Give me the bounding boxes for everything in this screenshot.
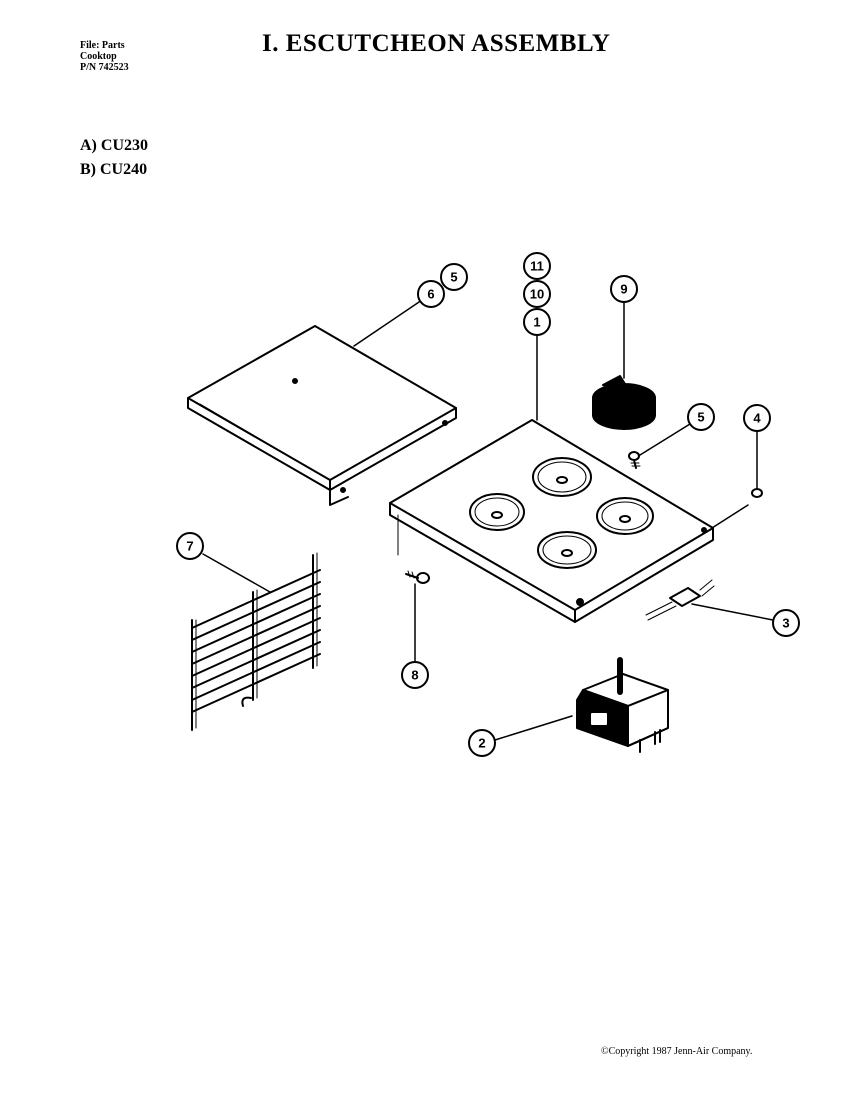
cover-panel	[187, 325, 457, 506]
model-list: A) CU230 B) CU240	[80, 134, 148, 182]
callout-circle-9	[610, 275, 638, 303]
callout-10: 10	[530, 287, 544, 302]
callout-circle-6	[417, 280, 445, 308]
callout-circle-3	[772, 609, 800, 637]
callout-circle-2	[468, 729, 496, 757]
file-info: File: Parts Cooktop P/N 742523	[80, 40, 129, 73]
screw-right	[628, 451, 641, 469]
copyright-notice: ©Copyright 1987 Jenn-Air Company.	[601, 1046, 753, 1057]
control-switch	[576, 657, 669, 753]
file-info-line-2: Cooktop	[80, 51, 117, 62]
model-a: A) CU230	[80, 137, 148, 154]
wire-harness	[645, 579, 715, 621]
callout-circle-11	[523, 252, 551, 280]
page-title: I. ESCUTCHEON ASSEMBLY	[262, 30, 611, 57]
leader-lines	[202, 299, 774, 741]
callout-circle-5-top	[440, 263, 468, 291]
callout-11: 11	[530, 259, 544, 274]
callout-4: 4	[753, 411, 761, 426]
control-knob	[592, 375, 656, 430]
callout-9: 9	[620, 282, 627, 297]
callout-2: 2	[478, 736, 485, 751]
callout-6: 6	[427, 287, 434, 302]
callout-circle-4	[743, 404, 771, 432]
callout-8: 8	[411, 668, 418, 683]
file-info-line-3: P/N 742523	[80, 62, 129, 73]
callout-circle-10	[523, 280, 551, 308]
callout-circle-1	[523, 308, 551, 336]
callout-1: 1	[533, 315, 540, 330]
callout-3: 3	[782, 616, 789, 631]
callout-7: 7	[186, 539, 193, 554]
model-b: B) CU240	[80, 161, 148, 178]
callout-circle-5-right	[687, 403, 715, 431]
callout-circle-8	[401, 661, 429, 689]
callout-5-right: 5	[697, 410, 704, 425]
screw-lower	[405, 570, 430, 584]
grille-rack	[191, 552, 321, 731]
callout-5-top: 5	[450, 270, 457, 285]
plug-button	[751, 488, 763, 498]
escutcheon-plate	[389, 419, 714, 623]
file-info-line-1: File: Parts	[80, 40, 125, 51]
callout-circle-7	[176, 532, 204, 560]
